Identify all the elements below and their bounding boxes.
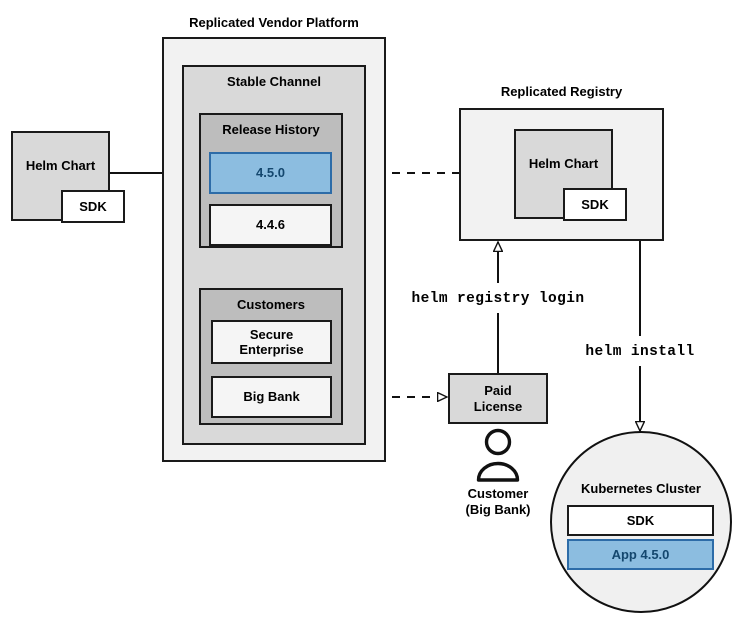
- vendor-platform-title: Replicated Vendor Platform: [189, 15, 359, 30]
- customer-item-secure-enterprise[interactable]: Secure Enterprise: [211, 320, 332, 364]
- customer-item-big-bank-label: Big Bank: [243, 389, 300, 405]
- release-history-title: Release History: [222, 122, 320, 137]
- command-helm-install: helm install: [585, 344, 695, 360]
- cluster-component-sdk-label: SDK: [626, 512, 655, 528]
- source-sdk-label: SDK: [79, 198, 107, 214]
- customer-item-big-bank[interactable]: Big Bank: [211, 376, 332, 418]
- cluster-component-sdk[interactable]: SDK: [567, 505, 714, 536]
- cluster-component-app[interactable]: App 4.5.0: [567, 539, 714, 570]
- cluster-component-app-label: App 4.5.0: [611, 546, 670, 562]
- registry-title: Replicated Registry: [500, 84, 623, 99]
- stable-channel-title: Stable Channel: [227, 74, 321, 89]
- source-sdk-box[interactable]: SDK: [61, 190, 125, 223]
- registry-helm-chart-label: Helm Chart: [528, 156, 599, 172]
- kubernetes-cluster-title: Kubernetes Cluster: [581, 481, 701, 496]
- registry-sdk-label: SDK: [581, 196, 609, 212]
- release-item-4-4-6[interactable]: 4.4.6: [209, 204, 332, 246]
- registry-sdk-box[interactable]: SDK: [563, 188, 627, 221]
- release-item-4-4-6-label: 4.4.6: [256, 217, 285, 233]
- release-item-4-5-0[interactable]: 4.5.0: [209, 152, 332, 194]
- person-icon: [476, 428, 520, 482]
- customers-title: Customers: [237, 297, 305, 312]
- paid-license-box[interactable]: Paid License: [448, 373, 548, 424]
- paid-license-label: Paid License: [473, 383, 523, 414]
- customer-caption: Customer (Big Bank): [465, 486, 531, 517]
- release-item-4-5-0-label: 4.5.0: [256, 165, 285, 181]
- customer-item-secure-enterprise-label: Secure Enterprise: [239, 326, 304, 357]
- source-helm-chart-label: Helm Chart: [25, 158, 96, 174]
- command-helm-registry-login: helm registry login: [411, 291, 585, 307]
